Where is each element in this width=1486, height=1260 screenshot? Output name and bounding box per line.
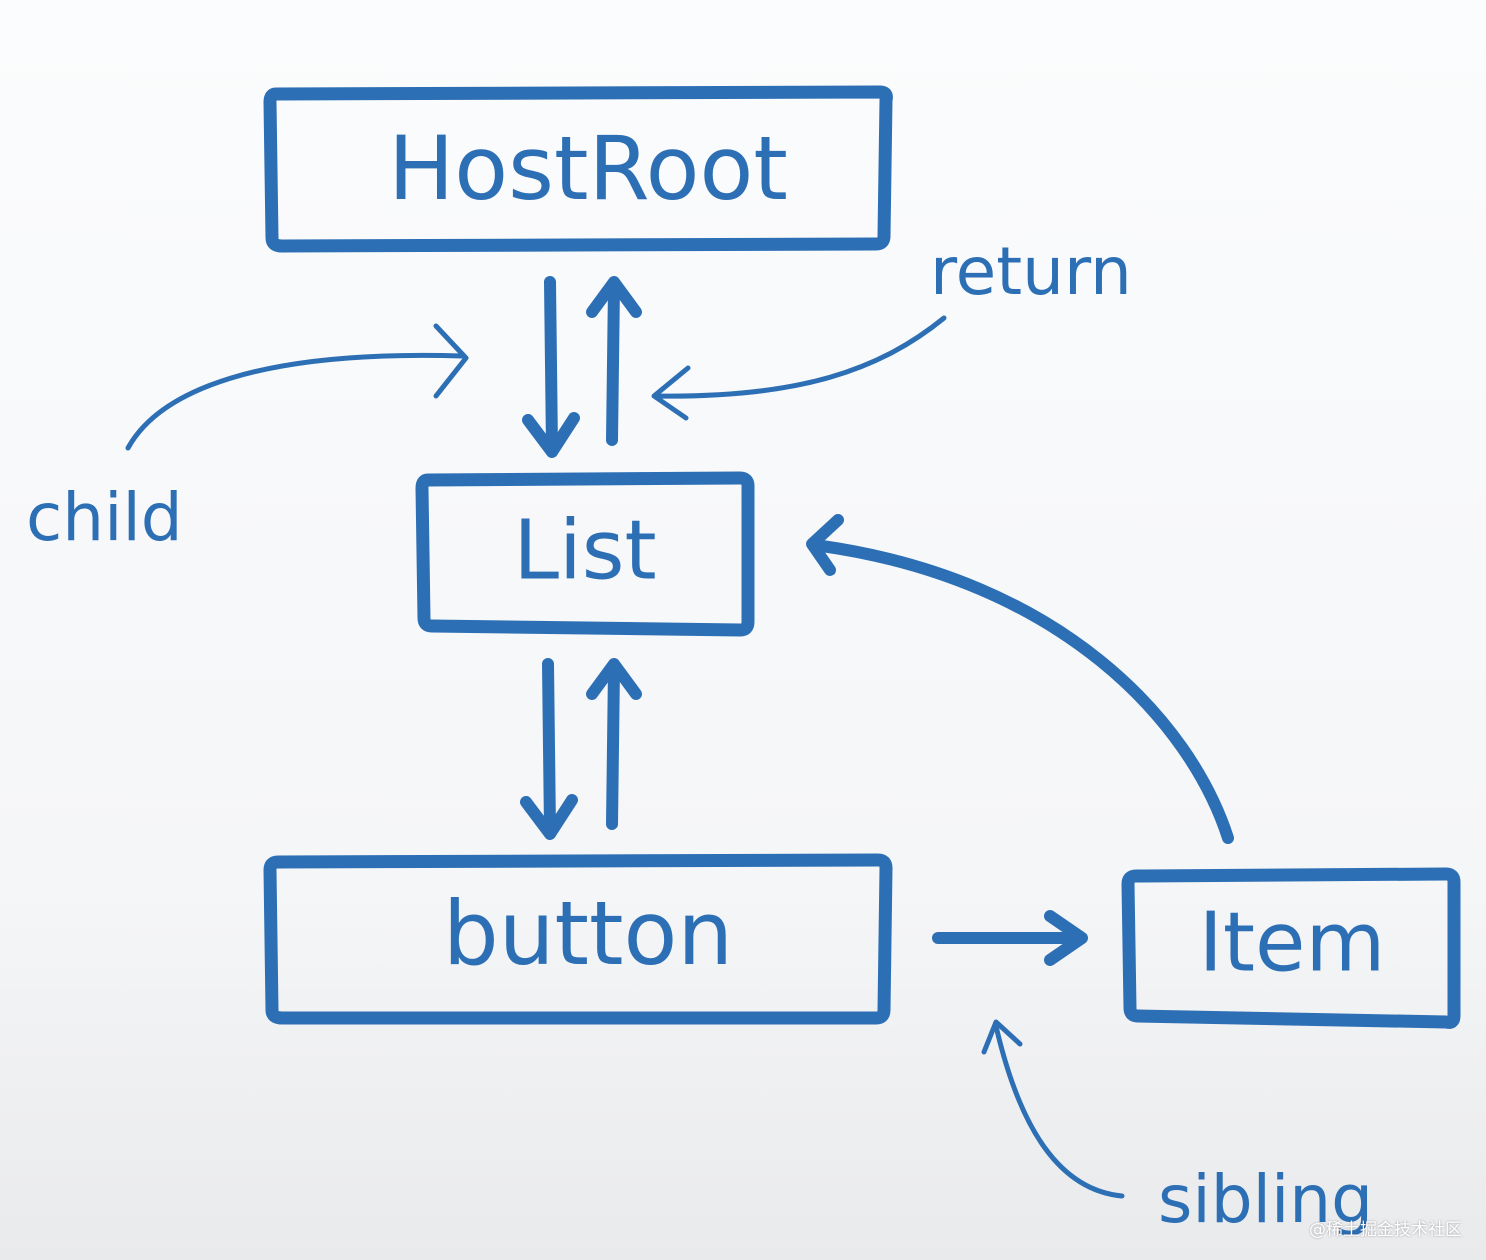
label-child: child bbox=[26, 479, 183, 556]
edge-hostroot-to-list-down bbox=[522, 276, 580, 458]
node-list-label: List bbox=[513, 503, 656, 598]
edge-button-to-item-sibling bbox=[932, 910, 1088, 966]
edge-list-to-hostroot-up bbox=[586, 276, 642, 446]
edge-list-to-button-down bbox=[520, 658, 578, 840]
node-button-label: button bbox=[443, 882, 733, 985]
return-callout-arrow bbox=[651, 315, 947, 421]
watermark: @稀土掘金技术社区 bbox=[1309, 1220, 1462, 1240]
node-button: button bbox=[263, 853, 893, 1025]
node-hostroot-label: HostRoot bbox=[388, 117, 788, 220]
node-list: List bbox=[415, 471, 755, 637]
label-sibling: sibling bbox=[1158, 1161, 1373, 1238]
sibling-callout-arrow bbox=[981, 1019, 1125, 1199]
node-item: Item bbox=[1121, 867, 1461, 1029]
label-return: return bbox=[930, 233, 1132, 310]
node-item-label: Item bbox=[1199, 895, 1386, 990]
child-callout-arrow bbox=[125, 323, 469, 451]
edge-item-to-list-return bbox=[806, 514, 1234, 844]
edge-button-to-list-up bbox=[586, 658, 642, 830]
node-hostroot: HostRoot bbox=[263, 85, 893, 253]
